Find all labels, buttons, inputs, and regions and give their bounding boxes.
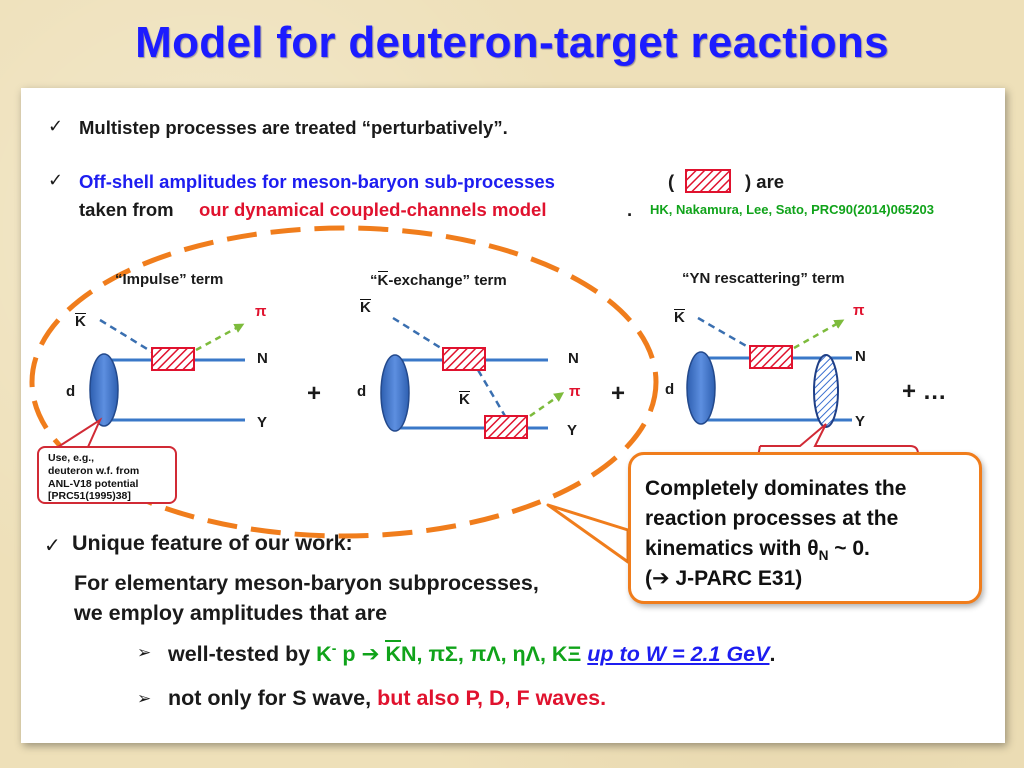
arrow-bullet-icon: ➢ (137, 643, 152, 662)
kexchange-kbar-exchanged: K (459, 391, 470, 408)
plus-sign-1: + (307, 380, 322, 407)
hatched-amplitude-legend (685, 169, 731, 193)
checkmark-icon: ✓ (48, 170, 64, 190)
bullet-offshell-text: Off-shell amplitudes for meson-baryon su… (79, 171, 555, 192)
yn-nucleon: N (855, 348, 866, 365)
yn-kbar: K (674, 309, 685, 326)
impulse-deuteron: d (66, 383, 76, 400)
kexchange-pion: π (569, 383, 581, 400)
yn-term-label: “YN rescattering” term (682, 270, 845, 287)
checkmark-icon: ✓ (48, 116, 64, 136)
dominance-callout: Completely dominates the reaction proces… (628, 452, 982, 604)
kexchange-nucleon: N (568, 350, 579, 367)
note-pointer (54, 417, 103, 448)
impulse-diagram (89, 318, 245, 427)
note-line-3: ANL-V18 potential (48, 478, 139, 490)
arrow-right-icon: ➔ (652, 567, 670, 590)
bullet-multistep: Multistep processes are treated “perturb… (79, 117, 508, 138)
kexchange-kbar: K (360, 299, 371, 316)
unique-feature-line-1: For elementary meson-baryon subprocesses… (74, 571, 539, 595)
callout-pointer (546, 503, 630, 564)
kexchange-deuteron: d (357, 383, 367, 400)
highlight-ellipse (29, 225, 659, 539)
reference-citation: HK, Nakamura, Lee, Sato, PRC90(2014)0652… (650, 202, 934, 217)
note-line-1: Use, e.g., (48, 452, 95, 464)
deuteron-wf-note: Use, e.g., deuteron w.f. from ANL-V18 po… (37, 446, 177, 504)
unique-feature-line-2: we employ amplitudes that are (74, 601, 388, 625)
unique-feature-heading: Unique feature of our work: (72, 531, 353, 555)
callout-line-3: kinematics with θN ~ 0. (645, 537, 870, 564)
impulse-nucleon: N (257, 350, 268, 367)
impulse-term-label: “Impulse” term (115, 271, 224, 288)
plus-ellipsis: + … (902, 378, 947, 405)
plus-sign-2: + (611, 380, 626, 407)
energy-range-link[interactable]: up to W = 2.1 GeV (587, 642, 770, 667)
impulse-hyperon: Y (257, 414, 268, 431)
impulse-kbar: K (75, 313, 86, 330)
bullet-offshell-paren-open: ( (668, 171, 675, 192)
bullet-period: . (627, 199, 633, 220)
impulse-pion: π (255, 303, 267, 320)
yn-hyperon: Y (855, 413, 866, 430)
arrow-bullet-icon: ➢ (137, 689, 152, 708)
callout-line-2: reaction processes at the (645, 507, 899, 530)
yn-pion: π (853, 302, 865, 319)
kexchange-diagram (380, 316, 565, 439)
note-line-4: [PRC51(1995)38] (48, 490, 131, 502)
partial-waves-line: not only for S wave, but also P, D, F wa… (168, 686, 607, 710)
checkmark-icon: ✓ (44, 535, 61, 557)
callout-line-1: Completely dominates the (645, 477, 907, 500)
arrow-right-icon: ➔ (361, 642, 380, 667)
bullet-offshell-paren-close: ) are (745, 171, 785, 192)
yn-deuteron: d (665, 381, 675, 398)
kexchange-hyperon: Y (567, 422, 578, 439)
bullet-dcc-model: our dynamical coupled-channels model (199, 199, 547, 220)
yn-rescattering-diagram (686, 316, 852, 428)
callout-line-4: (➔ J-PARC E31) (645, 567, 803, 590)
note-line-2: deuteron w.f. from (48, 465, 140, 477)
well-tested-line: well-tested by K- p ➔ KN, πΣ, πΛ, ηΛ, KΞ… (168, 640, 776, 667)
bullet-taken-from: taken from (79, 199, 174, 220)
slide-title: Model for deuteron-target reactions (135, 18, 889, 67)
kexchange-term-label: “K-exchange” term (370, 271, 507, 289)
